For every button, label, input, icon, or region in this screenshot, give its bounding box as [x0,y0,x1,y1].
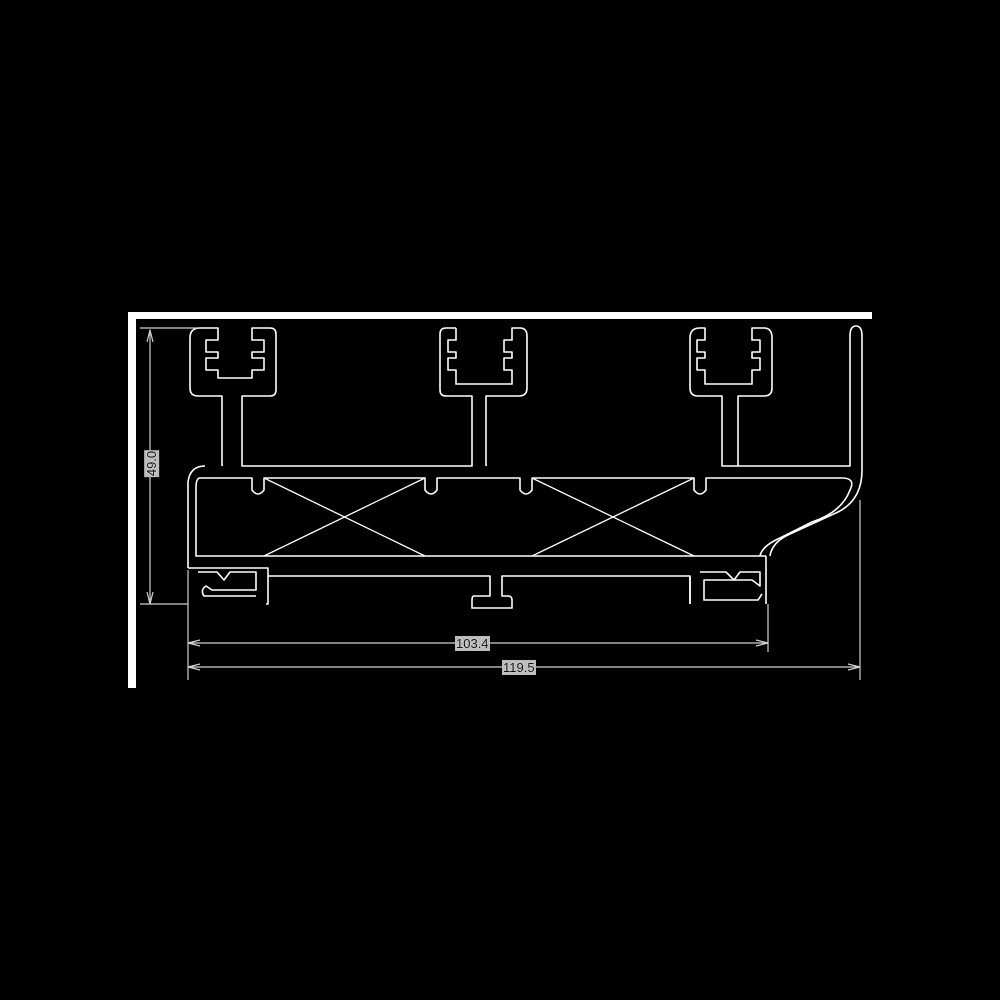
bottom-strip [188,556,767,609]
profile-body [187,465,853,568]
dimension-inner-width-label: 103.4 [455,636,490,651]
bottom-left-hook [198,571,257,597]
dimension-overall-width-label: 119.5 [502,660,536,675]
cross-braces [263,477,695,557]
frame-top-border [128,312,872,319]
frame-left-border [128,312,136,688]
top-channel-2 [447,327,528,466]
top-channel-1 [189,327,473,467]
top-channel-3 [689,325,863,557]
bottom-right-hook [700,571,763,601]
dimension-height-label: 49.0 [144,449,160,478]
